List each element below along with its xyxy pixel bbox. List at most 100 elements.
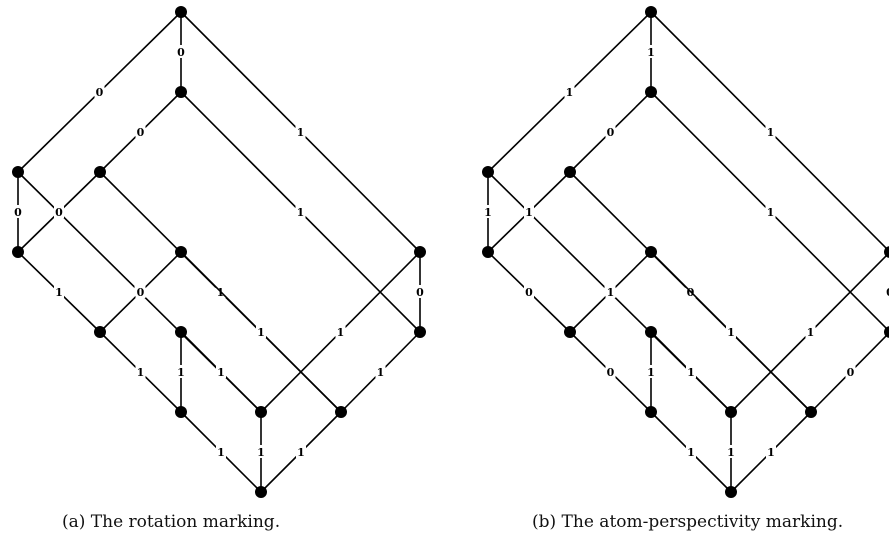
edge-label: 0 [55, 206, 63, 219]
edge-label-bg [295, 125, 306, 138]
edge-label-bg [845, 365, 856, 378]
edge-label: 1 [137, 366, 145, 379]
lattice-node-m4 [255, 406, 267, 418]
edge-label-bg [256, 445, 266, 458]
edge-label: 1 [177, 366, 185, 379]
edge-label: 0 [137, 126, 145, 139]
edge-label: 0 [14, 206, 22, 219]
edge-label: 1 [297, 446, 305, 459]
edge-label: 1 [297, 206, 305, 219]
edge-label-bg [646, 365, 656, 378]
edge-label: 0 [525, 286, 533, 299]
edge-label: 0 [607, 126, 615, 139]
edge-label: 1 [297, 126, 305, 139]
edge-label: 0 [886, 286, 889, 299]
edge-label-bg [335, 325, 346, 338]
edge-label-bg [295, 205, 306, 218]
edge-label-bg [375, 365, 386, 378]
edge-label-bg [564, 85, 575, 98]
edge-label: 1 [217, 446, 225, 459]
edge-label: 1 [484, 206, 492, 219]
lattice-node-top [645, 6, 657, 18]
lattice-node-m5 [175, 246, 187, 258]
edge-label-bg [483, 205, 493, 218]
edge-label: 1 [807, 326, 815, 339]
edge-label-bg [646, 45, 656, 58]
edge-label: 1 [257, 326, 265, 339]
edge-label: 0 [177, 46, 185, 59]
edge-label: 1 [337, 326, 345, 339]
lattice-node-l3 [564, 326, 576, 338]
edge-label-bg [524, 285, 534, 298]
edge-label: 1 [647, 46, 655, 59]
lattice-node-top [175, 6, 187, 18]
edge-label: 1 [647, 366, 655, 379]
lattice-node-l1 [482, 166, 494, 178]
edge-label-bg [216, 365, 226, 378]
edge-label-bg [256, 325, 266, 338]
edge-label: 1 [727, 326, 735, 339]
edge-label-bg [135, 285, 146, 298]
edge-label-bg [765, 205, 776, 218]
lattice-node-b3 [805, 406, 817, 418]
edge-label-bg [885, 285, 889, 298]
edge-label: 1 [767, 446, 775, 459]
lattice-node-r2 [884, 246, 889, 258]
figure-rotation-marking: 001010101101011111111 [12, 6, 426, 498]
edge-label-bg [726, 445, 736, 458]
edge-label-bg [605, 285, 616, 298]
lattice-node-bottom [725, 486, 737, 498]
lattice-node-b3 [335, 406, 347, 418]
edge-label: 1 [257, 446, 265, 459]
lattice-node-b4 [645, 406, 657, 418]
lattice-node-l2 [12, 246, 24, 258]
edge-label-bg [805, 325, 816, 338]
edge-label: 0 [96, 86, 104, 99]
edge-label: 0 [847, 366, 855, 379]
lattice-node-l1 [12, 166, 24, 178]
figure-atom-perspectivity-marking: 111011010011010110111 [482, 6, 889, 498]
edge-label: 0 [416, 286, 424, 299]
caption-rotation-marking: (a) The rotation marking. [62, 512, 281, 532]
edge-label-bg [765, 125, 776, 138]
edge-label: 1 [55, 286, 63, 299]
edge-label: 1 [687, 366, 695, 379]
lattice-node-b4 [175, 406, 187, 418]
edge-label: 1 [566, 86, 574, 99]
edge-label: 1 [767, 126, 775, 139]
edge-label-bg [524, 205, 534, 218]
edge-label-bg [135, 125, 146, 138]
lattice-node-l3 [94, 326, 106, 338]
edge-label-bg [686, 365, 696, 378]
edge-label-bg [415, 285, 425, 298]
edge-label-bg [135, 365, 146, 378]
edge-label-bg [296, 445, 306, 458]
lattice-node-m2 [94, 166, 106, 178]
lattice-node-r1 [175, 86, 187, 98]
edge-label-bg [686, 445, 696, 458]
edge-label-bg [54, 285, 64, 298]
edge-label-bg [94, 85, 105, 98]
lattice-node-m3 [175, 326, 187, 338]
caption-atom-perspectivity-marking: (b) The atom-perspectivity marking. [532, 512, 844, 532]
edge-label: 1 [727, 446, 735, 459]
lattice-node-m5 [645, 246, 657, 258]
lattice-node-m4 [725, 406, 737, 418]
edge-label-bg [216, 445, 226, 458]
edge-label: 1 [217, 366, 225, 379]
edge-label-bg [13, 205, 23, 218]
lattice-node-m3 [645, 326, 657, 338]
lattice-node-r3 [414, 326, 426, 338]
edge-label-bg [605, 365, 616, 378]
edge-label: 1 [377, 366, 385, 379]
edge-label: 1 [767, 206, 775, 219]
edge-label-bg [605, 125, 616, 138]
lattice-node-r3 [884, 326, 889, 338]
edge-label: 1 [687, 446, 695, 459]
edge-label-bg [176, 365, 186, 378]
lattice-node-bottom [255, 486, 267, 498]
edge-label: 0 [607, 366, 615, 379]
lattice-node-r2 [414, 246, 426, 258]
lattice-node-r1 [645, 86, 657, 98]
